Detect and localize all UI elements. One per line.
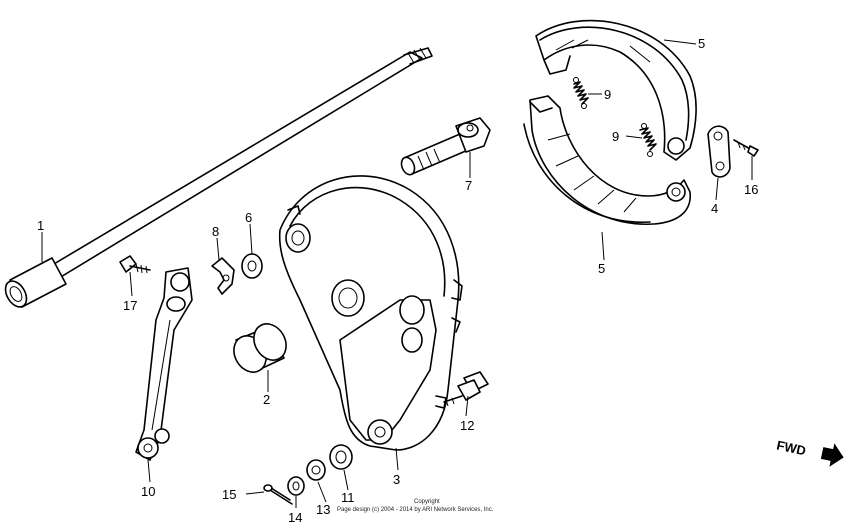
- callout-6: 6: [245, 210, 252, 225]
- callout-9-upper: 9: [604, 87, 611, 102]
- fwd-direction-indicator: FWD: [775, 438, 844, 467]
- callout-2: 2: [263, 392, 270, 407]
- arm-bolt-part[interactable]: [119, 255, 151, 274]
- callout-9-lower: 9: [612, 129, 619, 144]
- callout-7: 7: [465, 178, 472, 193]
- callout-1: 1: [37, 218, 44, 233]
- callout-4: 4: [711, 201, 718, 216]
- clip-part[interactable]: [211, 257, 235, 295]
- callout-17: 17: [123, 298, 137, 313]
- callout-14: 14: [288, 510, 302, 525]
- spring-lower-part[interactable]: [639, 123, 657, 157]
- callout-8: 8: [212, 224, 219, 239]
- callout-12: 12: [460, 418, 474, 433]
- collar-part[interactable]: [228, 318, 293, 378]
- copyright-line1: Copyright: [414, 499, 440, 505]
- spring-upper-part[interactable]: [573, 77, 589, 109]
- brake-rod-part[interactable]: [1, 47, 433, 311]
- castle-nut-part[interactable]: [287, 476, 305, 496]
- cam-part[interactable]: [399, 117, 491, 177]
- callout-13: 13: [316, 502, 330, 517]
- callout-5-lower: 5: [598, 261, 605, 276]
- callout-16: 16: [744, 182, 758, 197]
- callout-numbers: 1 2 3 4 5 5 6 7 8 9 9 10 11 12 13 14 15 …: [37, 36, 758, 525]
- washer-11-part[interactable]: [329, 444, 353, 470]
- brake-panel-part[interactable]: [278, 175, 463, 451]
- plate-part[interactable]: [707, 125, 731, 178]
- cotter-pin-part[interactable]: [263, 484, 293, 505]
- washer-13-part[interactable]: [306, 459, 326, 481]
- brake-shoe-upper-part[interactable]: [535, 19, 697, 161]
- copyright-line2: Page design (c) 2004 - 2014 by ARI Netwo…: [337, 507, 494, 513]
- fwd-label: FWD: [775, 438, 807, 459]
- fwd-arrow-icon: [820, 443, 844, 467]
- brake-arm-part[interactable]: [135, 267, 193, 461]
- callout-5-upper: 5: [698, 36, 705, 51]
- callout-11: 11: [341, 490, 355, 505]
- pin-16-part[interactable]: [733, 139, 759, 157]
- copyright-notice: Copyright Page design (c) 2004 - 2014 by…: [337, 499, 494, 513]
- callout-10: 10: [141, 484, 155, 499]
- callout-3: 3: [393, 472, 400, 487]
- washer-6-part[interactable]: [241, 253, 263, 279]
- leader-lines: [41, 39, 753, 508]
- shouldered-bolt-part[interactable]: [443, 371, 489, 407]
- callout-15: 15: [222, 487, 236, 502]
- brake-shoe-lower-part[interactable]: [523, 95, 691, 225]
